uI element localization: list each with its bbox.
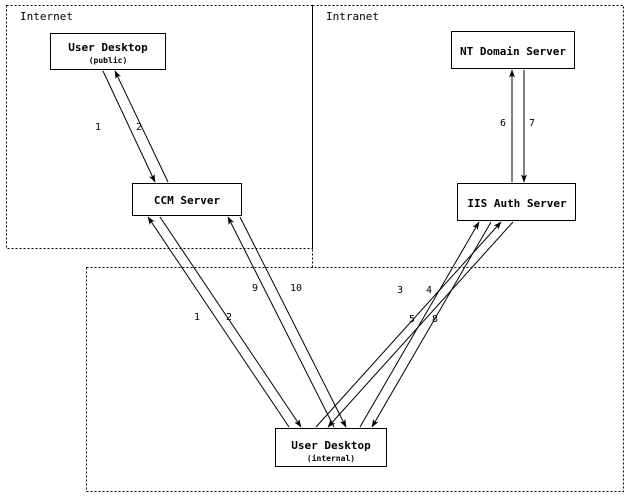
node-nt-domain-server[interactable]: NT Domain Server [451,31,575,69]
edge-4-line [371,221,492,428]
edge-1-line [102,70,156,183]
edge-1b-line [147,216,290,428]
node-iis-auth-server[interactable]: IIS Auth Server [457,183,576,221]
node-ccm-server[interactable]: CCM Server [132,183,242,216]
edge-label-5: 5 [409,314,415,325]
edge-10-line [239,216,347,428]
edge-label-7: 7 [529,118,535,129]
node-user-desktop-internal-title: User Desktop [291,439,371,452]
node-user-desktop-internal-subtitle: (internal) [307,453,355,463]
node-iis-auth-server-box[interactable] [457,183,576,221]
edge-8-line [327,221,514,428]
zone-intranet-label: Intranet [326,10,379,23]
node-user-desktop-public-title: User Desktop [68,41,148,54]
node-nt-domain-server-title: NT Domain Server [460,45,566,58]
node-user-desktop-public-subtitle: (public) [89,55,128,65]
zone-internal [86,267,624,492]
edge-label-1b: 1 [194,312,200,323]
edge-5-line [315,221,502,428]
edge-label-2: 2 [136,122,142,133]
edge-9-line [227,216,335,428]
node-user-desktop-public-box[interactable] [50,33,166,70]
edge-label-8: 8 [432,314,438,325]
edge-label-10: 10 [290,283,302,294]
zone-internet-label: Internet [20,10,73,23]
edge-3-line [359,221,480,428]
edge-label-1: 1 [95,122,101,133]
node-user-desktop-internal[interactable]: User Desktop (internal) [275,428,387,467]
node-nt-domain-server-box[interactable] [451,31,575,69]
edge-label-4: 4 [426,285,432,296]
node-ccm-server-title: CCM Server [154,194,221,207]
node-iis-auth-server-title: IIS Auth Server [467,197,567,210]
edge-label-2b: 2 [226,312,232,323]
zone-internal-border [86,267,624,492]
edge-label-6: 6 [500,118,506,129]
edge-label-9: 9 [252,283,258,294]
node-ccm-server-box[interactable] [132,183,242,216]
node-user-desktop-internal-box[interactable] [275,428,387,467]
zone-internet: Internet [6,5,313,249]
edge-2b-line [159,216,302,428]
edge-2-line [114,70,169,183]
node-user-desktop-public[interactable]: User Desktop (public) [50,33,166,70]
edge-label-3: 3 [397,285,403,296]
zone-internet-border [6,5,313,249]
